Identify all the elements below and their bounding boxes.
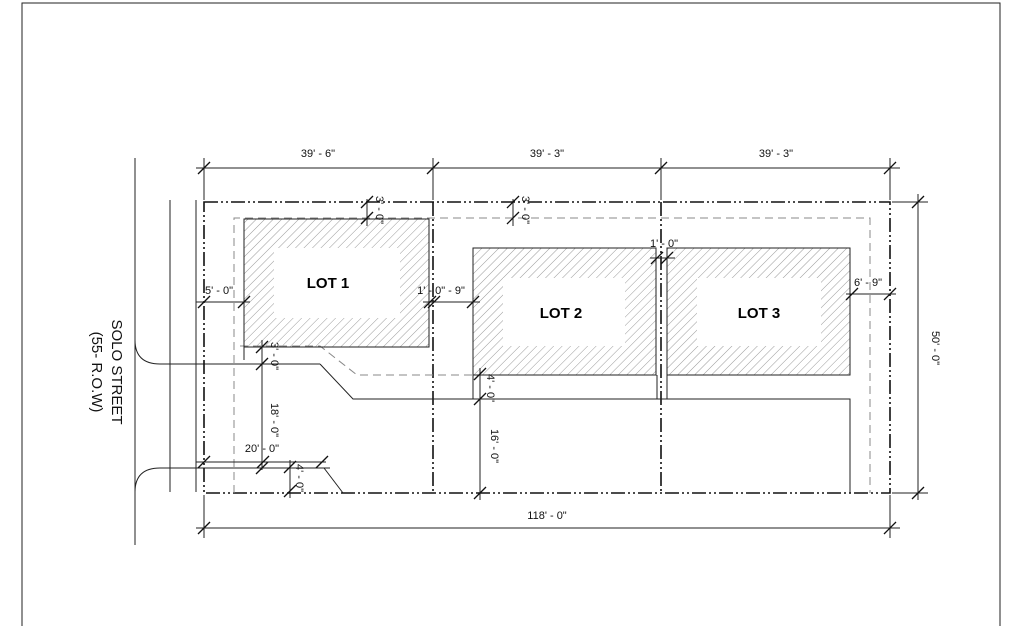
lot-1-label: LOT 1 [307,275,350,292]
top-dimension-line [196,158,900,200]
dim-front-setback-lot1: 3' - 0" [373,196,385,224]
dim-lot3-width: 39' - 3" [759,148,793,160]
lot-3-building: LOT 3 [666,247,851,376]
dim-front-setback-lot2: 3' - 0" [519,196,531,224]
street: SOLO STREET (55- R.O.W) [88,158,330,545]
dim-lot1-rear-yard: 18' - 0" [268,403,280,437]
gap-lot2-lot3-dim [650,251,675,265]
dim-lot2-rear-gap: 4' - 0" [484,374,496,402]
side-setback-dims [196,287,897,309]
dim-side-lot1-left: 5' - 0" [205,285,233,297]
lot2-rear-dims [473,367,487,500]
right-dimension-line [892,194,928,500]
property-boundary [203,201,891,494]
bottom-dimension-line [196,495,900,538]
lot-3-label: LOT 3 [738,305,781,322]
dim-lot2-width: 39' - 3" [530,148,564,160]
sheet-border [21,2,1001,626]
driveway-lines [243,347,851,494]
street-row: (55- R.O.W) [88,332,105,413]
lot-2-building: LOT 2 [472,247,657,376]
lot1-rear-dims [255,340,269,475]
dim-driveway-offset: 4' - 0" [293,464,305,492]
lot-1-building: LOT 1 [243,218,430,348]
street-name: SOLO STREET [108,319,125,424]
dim-total-width: 118' - 0" [527,510,567,522]
dim-gap-lot1-lot2: 1' - 0" - 9" [417,285,465,297]
dim-side-lot3-right: 6' - 9" [854,277,882,289]
dim-depth: 50' - 0" [929,331,941,365]
driveway-dims [196,455,329,498]
dim-gap-lot2-lot3: 1' - 0" [650,238,678,250]
front-setback-dims [360,195,520,226]
dim-lot1-width: 39' - 6" [301,148,335,160]
dim-lot2-rear-yard: 16' - 0" [488,429,500,463]
lot-2-label: LOT 2 [540,305,583,322]
dim-driveway-width: 20' - 0" [245,443,279,455]
dim-lot1-rear-gap: 3' - 0" [268,342,280,370]
